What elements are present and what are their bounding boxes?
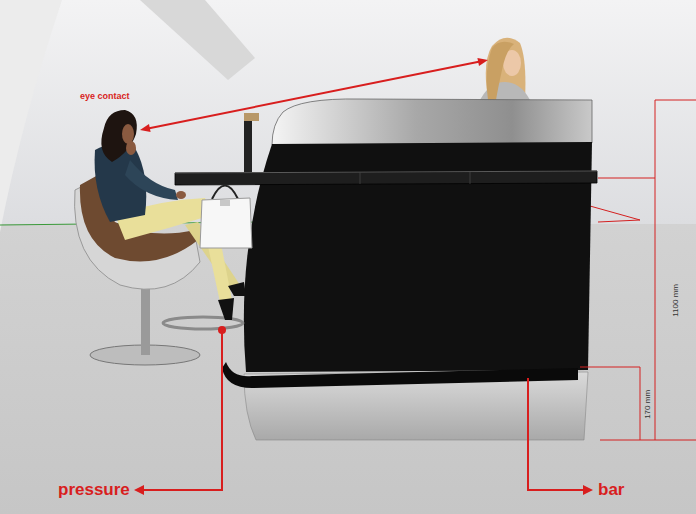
- shoe: [228, 282, 246, 296]
- handbag: [200, 186, 252, 249]
- counter-joint: [360, 172, 361, 184]
- guide-line: [598, 220, 640, 222]
- arrow-line: [148, 62, 480, 129]
- face: [122, 124, 134, 144]
- dimension-label: 1100 mm: [672, 284, 681, 317]
- dimension-line: [655, 100, 656, 440]
- counter-joint: [470, 172, 471, 184]
- counter-edge: [175, 171, 597, 173]
- screen-bracket: [244, 113, 259, 121]
- reception-desk: [175, 99, 597, 440]
- decor-shape: [0, 0, 62, 232]
- hand: [126, 141, 136, 155]
- arrowhead: [140, 124, 151, 132]
- counter-slab: [175, 171, 597, 185]
- arrowhead: [477, 58, 488, 66]
- arrowhead: [583, 485, 593, 495]
- decor-shape: [140, 0, 255, 80]
- foot-rest-bar: [222, 362, 578, 388]
- bag-handle: [212, 186, 238, 200]
- pressure-leader: [134, 326, 226, 495]
- desk-top-cap: [272, 99, 592, 145]
- dimension-lines: [580, 100, 696, 440]
- dimension-tick: [598, 178, 655, 179]
- arrowhead: [134, 485, 144, 495]
- chair-stem: [141, 285, 150, 355]
- hair: [487, 42, 514, 100]
- dimension-tick: [580, 367, 640, 368]
- dimension-tick: [655, 100, 696, 101]
- eye-contact-arrow: [140, 58, 488, 132]
- receptionist: [478, 38, 532, 104]
- dimension-tick: [600, 440, 696, 441]
- bag-body: [200, 198, 252, 248]
- annotation-label: eye contact: [80, 92, 130, 102]
- screen-post: [244, 118, 252, 174]
- hand: [176, 191, 186, 199]
- guide-line: [590, 206, 640, 220]
- leader-line: [528, 378, 584, 490]
- arm: [125, 160, 178, 200]
- leader-line: [143, 330, 222, 490]
- shoe: [218, 298, 234, 320]
- hair: [101, 110, 137, 162]
- callout-label: pressure: [58, 481, 130, 500]
- bag-clasp: [220, 200, 230, 206]
- dimension-line: [640, 367, 641, 440]
- bar-leader: [528, 378, 593, 495]
- dimension-label: 170 mm: [644, 390, 653, 419]
- callout-label: bar: [598, 481, 624, 500]
